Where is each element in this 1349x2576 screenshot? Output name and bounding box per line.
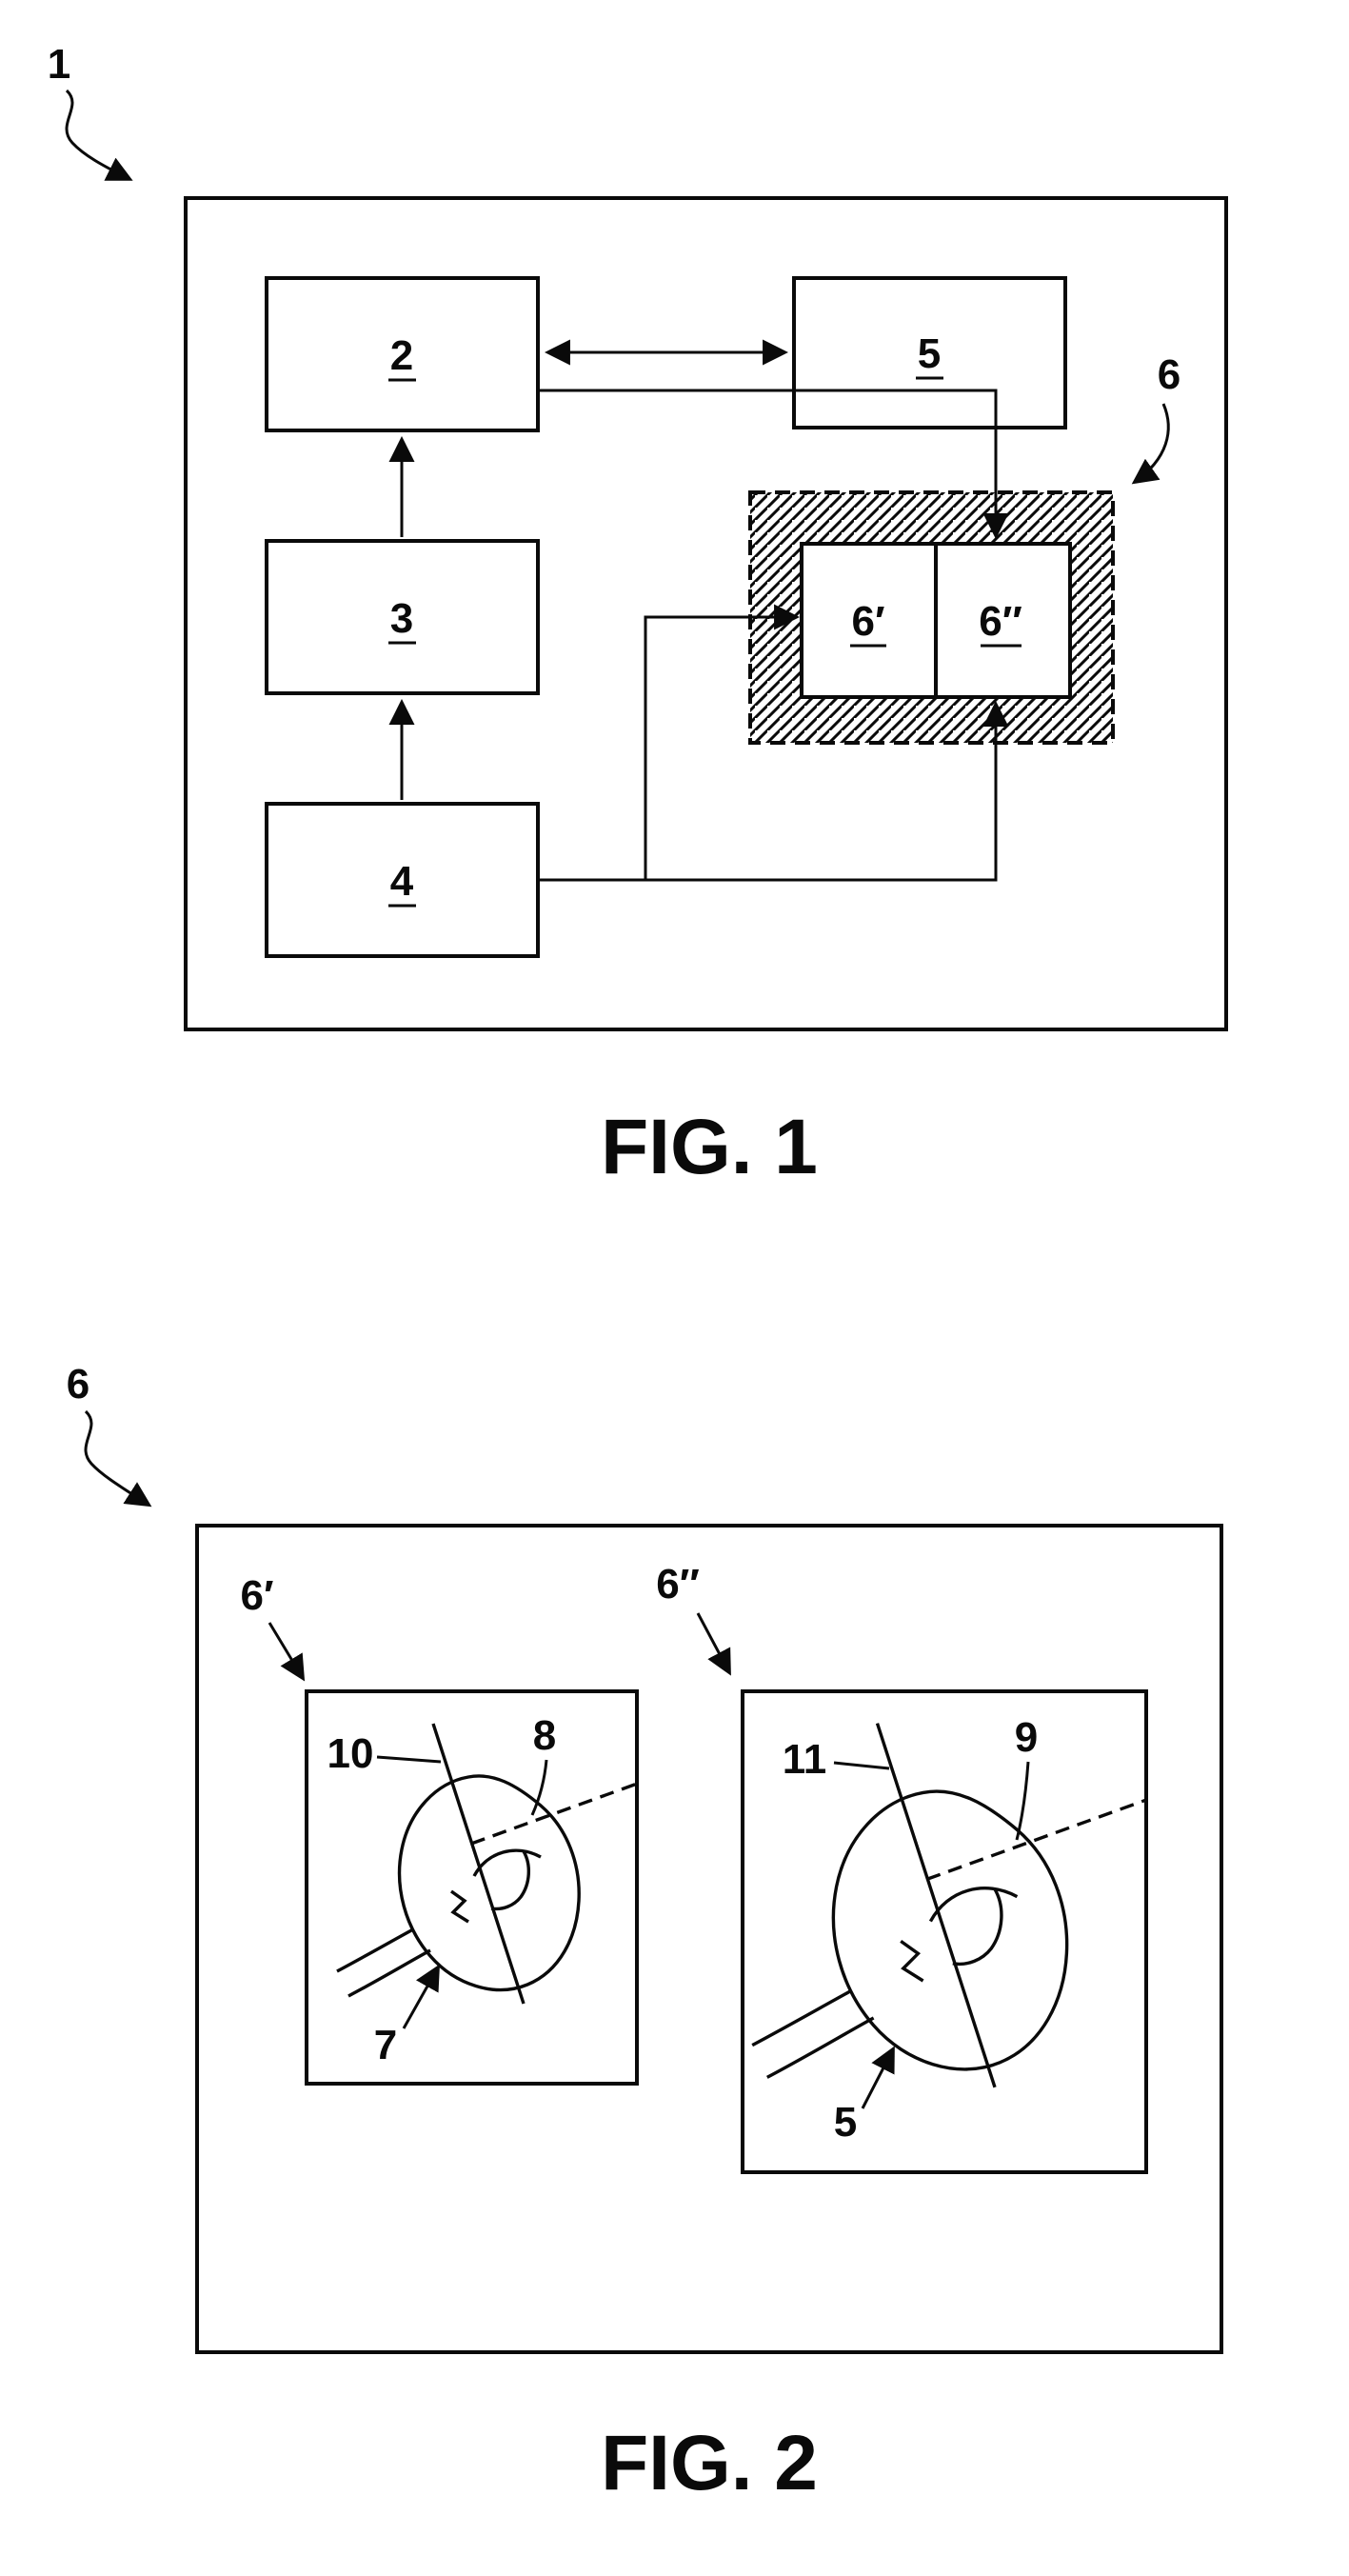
fig2-left-dashed-line-label: 8 [533, 1712, 556, 1759]
fig2-group: 6 6′ 10 8 7 6″ 11 9 5 FIG. 2 [67, 1361, 1223, 2506]
fig1-display-module-leader [1131, 403, 1170, 485]
fig1-system-reference-label: 1 [48, 41, 70, 88]
fig1-display-module-label: 6 [1158, 351, 1180, 398]
fig1-box-5 [792, 276, 1067, 429]
fig2-right-cut-line-pointer [833, 1761, 890, 1770]
fig2-right-organ-label: 5 [834, 2099, 857, 2146]
fig2-caption: FIG. 2 [601, 2420, 818, 2506]
fig2-left-organ-pointer-arrow [402, 1964, 440, 2029]
fig1-display-sub-right-label: 6″ [979, 598, 1022, 645]
fig2-left-cut-line-label: 10 [327, 1730, 374, 1777]
fig2-left-cut-line-pointer [376, 1755, 442, 1764]
fig2-right-dashed-line-pointer [1015, 1761, 1030, 1841]
fig1-connector-2-to-display [538, 389, 1009, 540]
fig1-caption: FIG. 1 [601, 1104, 818, 1190]
fig1-box-2-label: 2 [390, 332, 413, 379]
fig1-display-sub-right-box [934, 542, 1072, 699]
fig2-left-view-frame [305, 1689, 639, 2086]
fig2-display-boundary [195, 1524, 1223, 2354]
fig1-connector-4-to-display-bottom [538, 700, 1009, 882]
fig2-right-organ-pointer-arrow [861, 2046, 895, 2109]
fig2-right-cut-line-label: 11 [783, 1736, 827, 1783]
fig2-display-leader-squiggle [84, 1409, 152, 1508]
fig1-box-3 [265, 539, 540, 695]
fig1-display-sub-left-label: 6′ [851, 598, 884, 645]
fig1-box-3-label: 3 [390, 595, 413, 642]
fig1-display-sub-left-box [800, 542, 938, 699]
fig2-left-organ-label: 7 [374, 2022, 397, 2068]
fig2-right-view-frame [741, 1689, 1148, 2174]
fig1-group: 1 2 5 3 4 6′ 6″ 6 FIG. 1 [48, 41, 1228, 1190]
fig1-box-5-label: 5 [918, 330, 941, 377]
fig2-left-view-label: 6′ [240, 1572, 273, 1619]
fig2-display-reference-label: 6 [67, 1361, 89, 1408]
fig1-connector-4-to-display-left [644, 604, 801, 880]
fig2-right-view-leader [696, 1612, 731, 1676]
fig1-system-leader-squiggle [65, 89, 133, 181]
fig1-box-4-label: 4 [390, 858, 414, 905]
fig2-left-view-leader [268, 1622, 306, 1682]
fig1-system-boundary [184, 196, 1228, 1031]
fig2-left-dashed-line-pointer [530, 1759, 548, 1816]
fig1-box-4 [265, 802, 540, 958]
fig2-right-dashed-line-label: 9 [1015, 1714, 1038, 1761]
fig2-right-view-label: 6″ [656, 1561, 700, 1608]
fig1-box-2 [265, 276, 540, 432]
